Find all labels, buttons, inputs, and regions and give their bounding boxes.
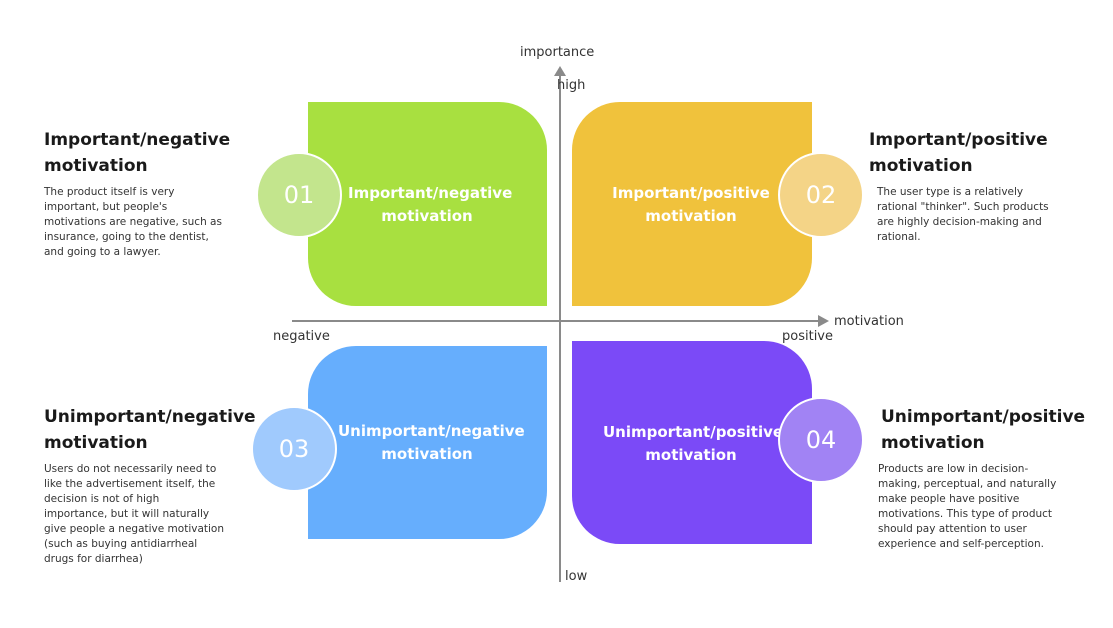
axis-label-positive: positive [782,329,833,344]
quadrant-unimportant-negative [308,346,547,539]
side-description: The user type is a relatively rational "… [877,186,1049,243]
axis-label-low: low [565,569,588,584]
side-block-unimportant-positive: Unimportant/positive motivation Products… [878,404,1096,552]
quadrant-label-unimportant-negative: Unimportant/negative motivation [338,422,525,463]
side-description: Products are low in decision- making, pe… [878,463,1057,550]
horizontal-axis [292,320,820,322]
side-title: Important/positive motivation [869,130,1048,176]
side-title: Important/negative motivation [44,130,231,176]
quadrant-label-important-positive: Important/positive motivation [612,184,770,225]
badge-02: 02 [778,152,864,238]
axis-label-negative: negative [273,329,330,344]
quadrant-important-negative [308,102,547,306]
badge-04: 04 [778,397,864,483]
side-block-important-positive: Important/positive motivation The user t… [869,127,1079,245]
side-description: The product itself is very important, bu… [44,186,222,258]
side-block-unimportant-negative: Unimportant/negative motivation Users do… [44,404,259,567]
axis-label-motivation: motivation [834,314,904,329]
axis-label-high: high [557,78,586,93]
side-block-important-negative: Important/negative motivation The produc… [44,127,254,260]
side-title: Unimportant/positive motivation [881,407,1086,453]
vertical-axis [559,72,561,582]
badge-01: 01 [256,152,342,238]
quadrant-label-unimportant-positive: Unimportant/positive motivation [603,423,784,464]
arrow-right-icon [818,315,829,327]
side-title: Unimportant/negative motivation [44,407,256,453]
quadrant-important-positive [572,102,812,306]
badge-03: 03 [251,406,337,492]
quadrant-label-important-negative: Important/negative motivation [348,184,513,225]
axis-label-importance: importance [520,45,595,60]
side-description: Users do not necessarily need to like th… [44,463,225,565]
arrow-up-icon [554,66,566,76]
quadrant-unimportant-positive [572,341,812,544]
